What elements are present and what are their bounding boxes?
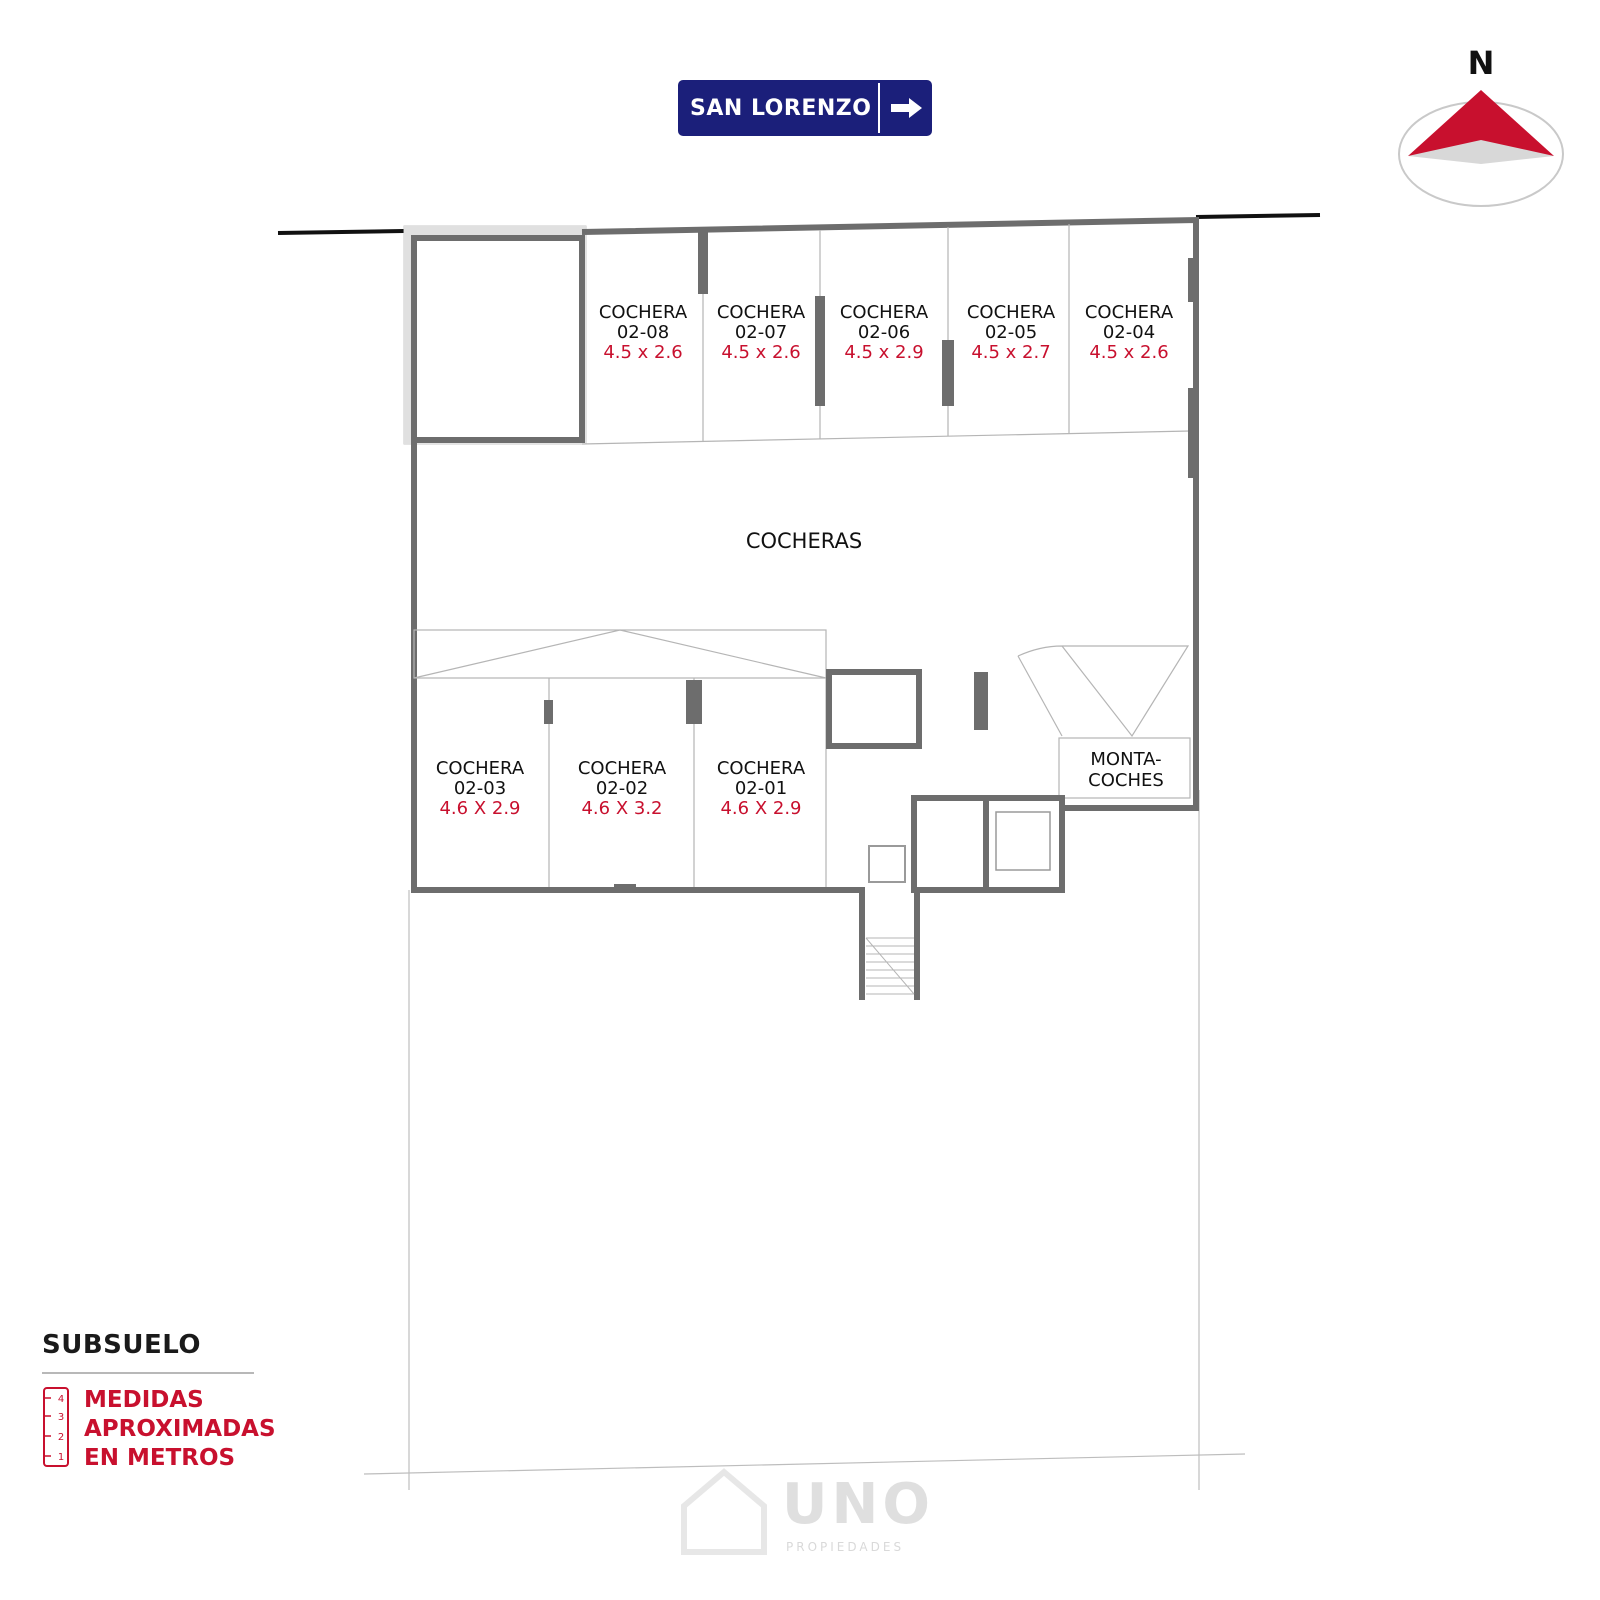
space-code: 02-05 [985,322,1037,343]
space-code: 02-03 [454,778,506,799]
space-top-4: COCHERA 02-05 4.5 x 2.7 [967,302,1056,363]
street-line-left [277,229,405,235]
watermark-house-icon [681,1468,767,1555]
space-code: 02-02 [596,778,648,799]
ruler-tick-label: 1 [58,1452,64,1463]
watermark-brand: UNO [782,1472,934,1537]
column [686,680,702,724]
note-line-3: EN METROS [84,1445,236,1471]
outer-wall [411,216,1199,1000]
space-size: 4.5 x 2.6 [603,342,682,363]
note-line-1: MEDIDAS [84,1387,204,1413]
space-bottom-1: COCHERA 02-03 4.6 X 2.9 [436,758,525,819]
common-area-label: COCHERAS [746,529,862,553]
legend-rule [42,1372,254,1374]
car-lift-edge [1017,655,1063,737]
ruler-tick-label: 4 [58,1394,64,1405]
space-size: 4.6 X 2.9 [720,798,801,819]
space-name: COCHERA [1085,302,1174,323]
elevator [983,795,1065,893]
column [974,672,988,730]
space-top-5: COCHERA 02-04 4.5 x 2.6 [1085,302,1174,363]
space-size: 4.5 x 2.6 [721,342,800,363]
space-code: 02-06 [858,322,910,343]
column [544,700,553,724]
space-top-3: COCHERA 02-06 4.5 x 2.9 [840,302,929,363]
street-line-right [1195,213,1321,219]
street-sign: SAN LORENZO [678,80,932,136]
north-compass: N [1396,44,1566,214]
space-size: 4.6 X 3.2 [581,798,662,819]
space-code: 02-01 [735,778,787,799]
elevator-car [995,811,1051,871]
measurement-note: MEDIDAS APROXIMADAS EN METROS [84,1386,276,1473]
arrow-right-icon [880,97,932,119]
column [815,296,825,406]
space-name: COCHERA [840,302,929,323]
car-lift-box [1058,737,1191,799]
stairs [865,937,915,995]
space-name: COCHERA [717,758,806,779]
space-top-2: COCHERA 02-07 4.5 x 2.6 [717,302,806,363]
hatched-strip-top [404,226,586,235]
space-code: 02-04 [1103,322,1155,343]
space-size: 4.5 x 2.7 [971,342,1050,363]
space-name: COCHERA [717,302,806,323]
space-name: COCHERA [967,302,1056,323]
car-lift-label-2: COCHES [1088,770,1164,791]
space-size: 4.5 x 2.9 [844,342,923,363]
hatched-wall [403,225,587,445]
ramp-area [413,629,827,679]
space-name: COCHERA [599,302,688,323]
space-top-1: COCHERA 02-08 4.5 x 2.6 [599,302,688,363]
space-name: COCHERA [436,758,525,779]
ruler-icon: 4 3 2 1 [43,1387,69,1467]
legend-row: 4 3 2 1 MEDIDAS APROXIMADAS EN METROS [42,1386,342,1473]
hatched-strip-left [404,226,413,444]
car-lift-label-1: MONTA- [1090,749,1161,770]
ramp-lines [413,629,827,679]
storage-room [411,235,585,443]
floor-title: SUBSUELO [42,1330,201,1360]
lot-line-bottom [363,1453,1246,1475]
column [1188,388,1196,478]
wall-mark [614,884,636,890]
north-label: N [1467,44,1495,82]
compass-icon [1398,90,1564,207]
ruler-tick-label: 2 [58,1432,64,1443]
space-code: 02-07 [735,322,787,343]
car-lift-path [1017,645,1190,738]
space-code: 02-08 [617,322,669,343]
column [942,340,954,406]
core-room-1 [911,795,989,893]
floor-hatch [868,845,906,883]
top-row-front [581,430,1191,445]
space-size: 4.5 x 2.6 [1089,342,1168,363]
watermark-tagline: PROPIEDADES [786,1540,905,1554]
sign-divider [878,83,880,133]
column [698,228,708,294]
shaft [826,669,922,749]
space-name: COCHERA [578,758,667,779]
space-bottom-3: COCHERA 02-01 4.6 X 2.9 [717,758,806,819]
space-bottom-2: COCHERA 02-02 4.6 X 3.2 [578,758,667,819]
note-line-2: APROXIMADAS [84,1416,276,1442]
street-name: SAN LORENZO [690,95,872,121]
column [1188,258,1196,302]
space-size: 4.6 X 2.9 [439,798,520,819]
legend: SUBSUELO 4 3 2 1 MEDIDAS APROXIMADAS EN … [42,1330,342,1473]
ruler-tick-label: 3 [58,1412,64,1423]
